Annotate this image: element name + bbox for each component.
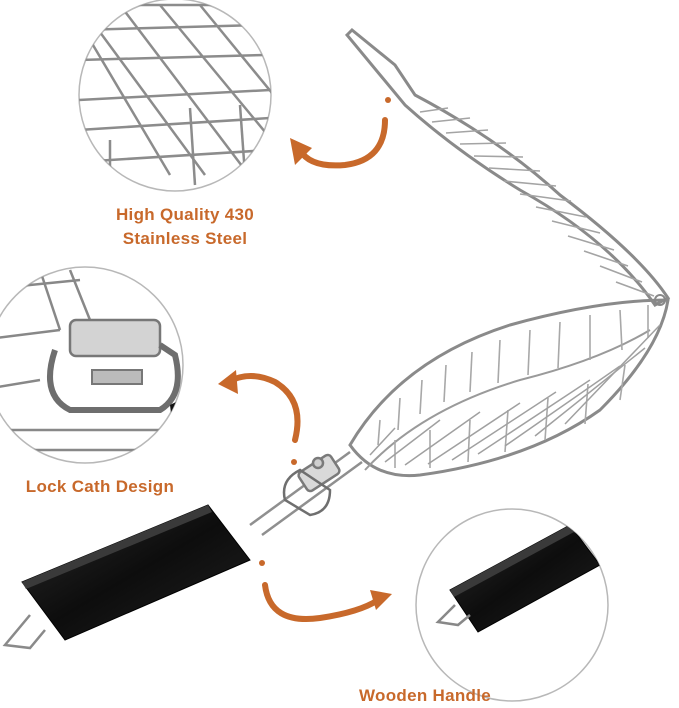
feature-label-steel: High Quality 430 Stainless Steel (60, 203, 310, 251)
feature-label-handle: Wooden Handle (330, 684, 520, 708)
basket-lower-rim (364, 329, 651, 471)
arrow-handle-head (370, 590, 392, 610)
lid-wires (419, 107, 655, 297)
basket-rim (348, 298, 670, 478)
basket-floor-wires (369, 324, 661, 466)
arrow-steel-head (290, 138, 312, 165)
handle-end-loop (2, 614, 46, 650)
arrow-lock-icon (225, 373, 301, 443)
feature-label-lock: Lock Cath Design (0, 475, 200, 499)
wooden-handle (21, 504, 251, 641)
feature-label-steel-line1: High Quality 430 (115, 205, 254, 224)
arrows (218, 97, 392, 622)
arrow-steel-icon (297, 117, 388, 169)
grill-basket (344, 27, 671, 478)
callout-handle (415, 508, 609, 702)
feature-label-handle-line1: Wooden Handle (358, 686, 492, 705)
callout-lock (0, 266, 184, 464)
basket-posts (377, 305, 649, 468)
feature-label-steel-line2: Stainless Steel (122, 229, 248, 248)
handle-assembly (2, 450, 363, 650)
feature-label-lock-line1: Lock Cath Design (25, 477, 175, 496)
arrow-handle-icon (262, 582, 381, 622)
lock-catch (282, 453, 341, 517)
callout-steel (78, 0, 272, 192)
hinge (654, 294, 666, 306)
arrow-lock-head (218, 370, 238, 394)
